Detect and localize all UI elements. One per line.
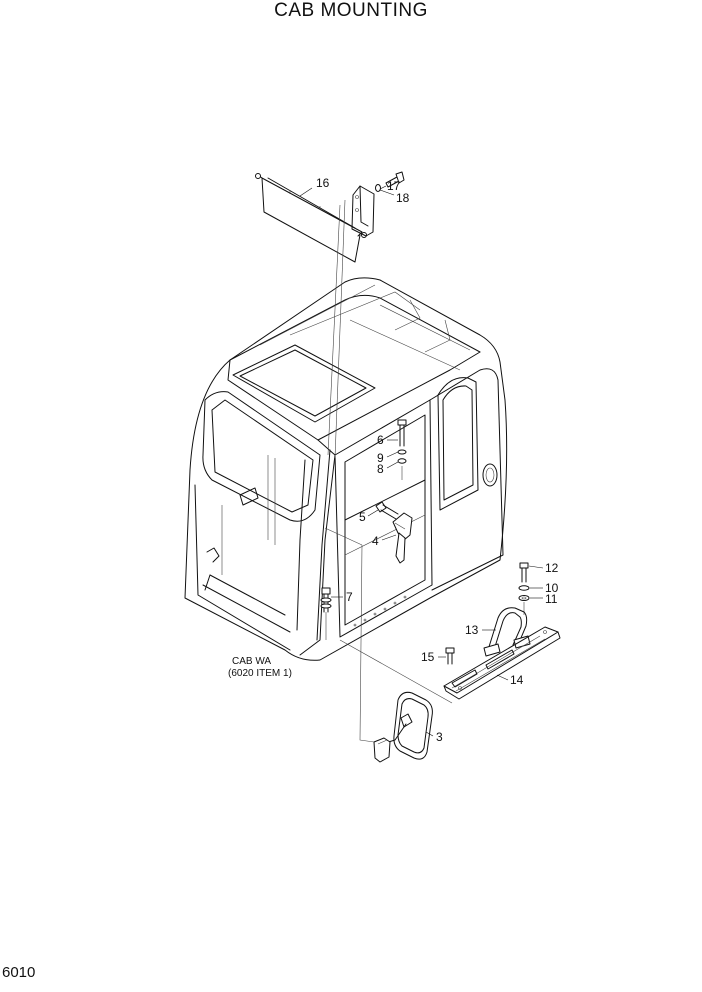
grab-handle-13-part [483,607,531,657]
washer-8-part [397,458,407,464]
washer-18-part [375,184,381,192]
mirror-3-part [373,691,433,763]
note-line-2: (6020 ITEM 1) [228,668,292,679]
page-title: CAB MOUNTING [274,0,428,21]
washer-9-part [397,449,407,455]
callout-labels: 16 17 18 6 9 8 5 4 7 12 10 11 13 15 14 3 [316,176,559,744]
handle-4-part [392,512,413,564]
mirror-reference-line [359,544,375,743]
cab-reference-note: CAB WA (6020 ITEM 1) [228,656,292,679]
note-line-1: CAB WA [232,656,271,667]
callout-10: 10 [545,581,559,595]
callout-17: 17 [387,179,401,193]
callout-8: 8 [377,462,384,476]
callout-14: 14 [510,673,524,687]
callout-11: 11 [545,592,558,606]
callout-15: 15 [421,650,435,664]
callout-16: 16 [316,176,330,190]
callout-3: 3 [436,730,443,744]
callout-13: 13 [465,623,479,637]
step-plate-14-part [443,626,561,700]
callout-5: 5 [359,510,366,524]
washer-11-part [518,595,530,601]
callout-9: 9 [377,451,384,465]
mirror-reference-line-2 [324,527,363,546]
page-number: 6010 [2,964,36,981]
sun-visor-part [255,173,375,459]
bolt-12-part [519,562,529,583]
screw-17-part [385,171,405,188]
leader-lines [299,185,544,737]
bolt-15-part [445,647,455,665]
callout-4: 4 [372,534,379,548]
callout-7: 7 [346,590,353,604]
step-reference-line [339,639,453,704]
callout-6: 6 [377,433,384,447]
bolt-6-part [397,419,407,447]
cab-body [184,277,508,661]
bolt-5-part [375,501,399,520]
bolt-7-part [320,587,332,640]
callout-12: 12 [545,561,559,575]
washer-10-part [518,585,530,591]
callout-18: 18 [396,191,410,205]
